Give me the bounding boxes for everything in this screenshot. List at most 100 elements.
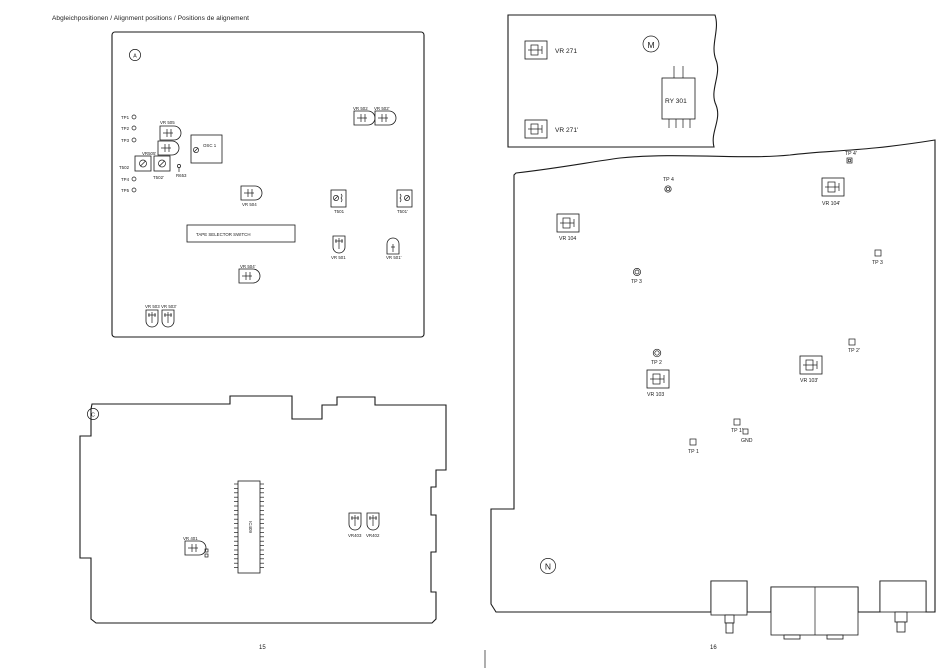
board-n: N TP 4 TP 4' VR 104 VR 104' TP 3 TP 3 TP… [490,139,936,640]
trimmer-potentiometer-icon [646,369,670,389]
tp1p-label: TP 1' [731,428,743,434]
tp2p-label: TP 2' [848,348,860,354]
t502-label: T502 [119,165,130,170]
board-a-marker: A [133,54,137,60]
board-c-marker: C [91,413,95,419]
vr504p-label: VR 504' [240,264,256,269]
test-point-icon [131,114,137,120]
adjustable-coil-icon [404,195,410,201]
board-a-marker-circle [129,49,141,61]
trimmer-potentiometer-icon [159,125,182,141]
trimmer-potentiometer-icon [799,355,823,375]
trimmer-potentiometer-icon [821,177,845,197]
tp4-label: TP4 [121,177,130,182]
test-point-icon [652,348,662,358]
r653-label: R653 [176,173,187,178]
board-c-outline [79,395,447,624]
test-point-icon [177,164,181,168]
t501-label: T501 [334,209,345,214]
adjustable-coil-icon [333,195,339,201]
test-point-icon [846,157,853,164]
trimmer-potentiometer-icon [184,540,207,556]
page-title: Abgleichpositionen / Alignment positions… [52,15,250,22]
test-point-icon [131,137,137,143]
test-point-icon [131,187,137,193]
board-m: M VR 271 VR 271' RY 301 [507,14,719,148]
vr502-label: VR 502 [353,106,368,111]
trimmer-potentiometer-icon [332,235,346,254]
adjustable-coil-icon [158,159,166,168]
test-point-icon [874,249,882,257]
test-point-icon [733,418,741,426]
page-number-right: 16 [710,645,717,651]
tp4-label: TP 4 [663,177,674,183]
tape-selector-switch-label: TAPE SELECTOR SWITCH [196,232,250,237]
trimmer-potentiometer-icon [238,268,261,284]
tp1-label: TP1 [121,115,130,120]
trimmer-potentiometer-icon [240,185,263,201]
board-n-outline [490,139,936,613]
test-point-icon [204,553,209,558]
test-point-icon [204,548,209,553]
board-c: C VR 401 IC409 VR403 VR402 [79,395,447,624]
test-point-icon [131,125,137,131]
tp1-label: TP 1 [688,449,699,455]
adjustable-coil-icon [193,147,199,153]
board-c-marker-circle [87,408,99,420]
tp2-label: TP2 [121,126,130,131]
relay-ry301-label: RY 301 [665,98,687,105]
vr503-label: VR 503 [145,304,160,309]
tp3-label: TP 3 [631,279,642,285]
vr104p-label: VR 104' [822,201,840,207]
vr271-label: VR 271 [555,48,577,55]
tp2-label: TP 2 [651,360,662,366]
adjustable-coil-icon [139,159,147,168]
relay-ry301 [661,77,696,120]
trimmer-potentiometer-icon [374,110,397,126]
vr502p-label: VR 502' [374,106,390,111]
trimmer-potentiometer-icon [353,110,376,126]
trimmer-potentiometer-icon [348,512,362,531]
board-m-marker: M [647,40,654,50]
vr501p-label: VR 501' [386,255,402,260]
jack-3 [879,580,927,613]
vr103p-label: VR 103' [800,378,818,384]
osc1-label: OSC 1 [203,143,217,148]
tp3-label: TP3 [121,138,130,143]
ic409-pins [234,483,264,568]
jack-2 [770,586,859,636]
jack-1 [710,580,748,616]
ic409-chip [237,480,261,574]
vr103-label: VR 103 [647,392,664,398]
trimmer-potentiometer-icon [161,309,175,328]
vr104-label: VR 104 [559,236,576,242]
trimmer-potentiometer-icon [145,309,159,328]
trimmer-potentiometer-icon [556,213,580,233]
t502p-label: T502' [153,175,164,180]
test-point-icon [664,185,672,193]
vr504-label: VR 504 [242,202,257,207]
vr271p-label: VR 271' [555,127,578,134]
board-n-marker: N [545,562,551,572]
test-point-icon [633,268,641,276]
board-m-outline [507,14,719,148]
board-n-marker-circle [540,558,556,574]
board-n-jacks [710,580,927,640]
board-a-test-points: TP1 TP2 TP3 TP4 TP5 [121,114,137,193]
board-a: A TP1 TP2 TP3 TP4 TP5 VR 505 VR505' T502… [111,31,425,338]
vr403-label: VR403 [348,533,362,538]
test-point-icon [131,176,137,182]
vr505-label: VR 505 [160,120,175,125]
trimmer-potentiometer-icon [524,40,548,60]
vr505p-label: VR505' [142,151,156,156]
osc1-module [190,134,223,164]
board-m-marker-circle [642,35,660,53]
vr503p-label: VR 503' [161,304,177,309]
test-point-icon [742,428,749,435]
vr402-label: VR402 [366,533,380,538]
tp3p-label: TP 3 [872,260,883,266]
trimmer-potentiometer-icon [157,140,180,156]
trimmer-potentiometer-icon [524,119,548,139]
board-a-outline [111,31,425,338]
